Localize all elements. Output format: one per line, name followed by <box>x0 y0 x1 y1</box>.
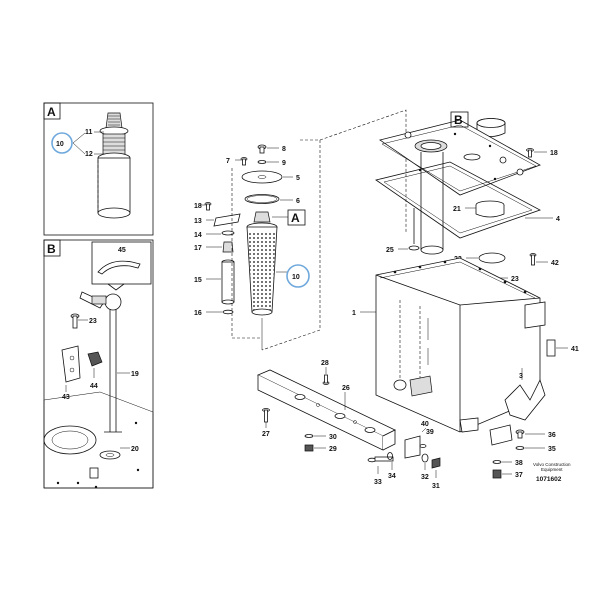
part-label-5: 5 <box>296 175 300 182</box>
part-label-21: 21 <box>453 206 461 213</box>
part-label-31: 31 <box>432 483 440 490</box>
nut-44 <box>87 351 103 367</box>
o-ring-6 <box>244 194 280 204</box>
part-label-10-main: 10 <box>292 274 300 281</box>
part-label-4: 4 <box>556 216 560 223</box>
inset-a: A 11 12 10 <box>43 102 154 236</box>
part-label-7: 7 <box>226 158 230 165</box>
part-label-9: 9 <box>282 160 286 167</box>
filter-cover-5 <box>241 170 283 184</box>
part-label-17: 17 <box>194 245 202 252</box>
plug-41 <box>546 339 556 357</box>
gasket-4 <box>375 161 541 239</box>
part-label-25: 25 <box>386 247 394 254</box>
maker-line-1: Volvo Construction <box>533 462 571 467</box>
part-label-1: 1 <box>352 310 356 317</box>
ring-16 <box>222 309 234 315</box>
part-label-44: 44 <box>90 383 98 390</box>
part-label-16: 16 <box>194 310 202 317</box>
part-label-18-right: 18 <box>550 150 558 157</box>
part-label-30: 30 <box>329 434 337 441</box>
callout-a-tag <box>287 209 306 226</box>
part-label-12: 12 <box>85 151 93 158</box>
screw-23-inset <box>70 313 80 329</box>
inset-a-frame <box>43 102 154 236</box>
inset-b-tag <box>43 239 61 257</box>
part-label-42: 42 <box>551 260 559 267</box>
doc-number: 1071602 <box>536 476 562 483</box>
grommet-20 <box>99 450 121 460</box>
inset-a-tag <box>43 102 61 120</box>
filter-subassembly: 8 9 7 5 6 A <box>194 144 310 350</box>
inset-b-label: B <box>47 242 56 256</box>
filter-top-assembly <box>97 112 131 219</box>
seal-14 <box>221 230 235 236</box>
part-label-40: 40 <box>421 421 429 428</box>
part-label-27: 27 <box>262 431 270 438</box>
clip-40 <box>404 435 421 459</box>
highlight-circle-main <box>286 264 310 288</box>
callout-a-label: A <box>291 211 300 225</box>
part-label-14: 14 <box>194 232 202 239</box>
part-label-43: 43 <box>62 394 70 401</box>
gasket-13 <box>213 213 241 227</box>
part-label-11: 11 <box>85 129 93 136</box>
tank-body: 1 41 3 <box>352 257 579 446</box>
callout-b-tag <box>450 111 469 128</box>
filter-element-10 <box>246 211 278 316</box>
part-label-23-inset: 23 <box>89 318 97 325</box>
part-label-10-inset: 10 <box>56 141 64 148</box>
part-label-6: 6 <box>296 198 300 205</box>
cover-plate <box>379 119 541 196</box>
part-label-23-main: 23 <box>511 276 519 283</box>
bracket-43 <box>61 345 81 383</box>
part-label-18-left: 18 <box>194 203 202 210</box>
part-label-45: 45 <box>118 247 126 254</box>
tank-opening <box>43 425 97 455</box>
bracket-3 <box>504 378 546 421</box>
bottom-hardware: 40 39 33 34 32 31 36 35 38 37 <box>367 421 556 490</box>
part-label-36: 36 <box>548 432 556 439</box>
inset-b: B 45 19 23 43 44 <box>43 239 154 489</box>
footer: Volvo Construction Equipment 1071602 <box>533 462 571 483</box>
part-label-33: 33 <box>374 479 382 486</box>
part-label-29: 29 <box>329 446 337 453</box>
part-label-37: 37 <box>515 472 523 479</box>
part-label-32: 32 <box>421 474 429 481</box>
part-label-19: 19 <box>131 371 139 378</box>
part-label-38: 38 <box>515 460 523 467</box>
highlight-circle-inset <box>51 132 73 154</box>
maker-line-2: Equipment <box>541 467 563 472</box>
part-label-28: 28 <box>321 360 329 367</box>
top-cover-assembly: B 18 4 21 25 22 23 24 <box>375 111 560 283</box>
part-label-41: 41 <box>571 346 579 353</box>
sensor-assembly <box>79 291 122 433</box>
plate-22 <box>478 252 506 264</box>
part-label-26: 26 <box>342 385 350 392</box>
part-label-20: 20 <box>131 446 139 453</box>
cable-tie-icon <box>97 260 141 275</box>
callout-b-label: B <box>454 113 463 127</box>
part-label-34: 34 <box>388 473 396 480</box>
inset-a-label: A <box>47 105 56 119</box>
part-label-15: 15 <box>194 277 202 284</box>
part-label-3: 3 <box>519 373 523 380</box>
tank-floor-detail <box>43 391 154 489</box>
cable-tie-detail <box>91 241 152 285</box>
part-label-39: 39 <box>426 429 434 436</box>
spring-17 <box>222 241 234 253</box>
bracket-26: 26 28 27 30 29 <box>257 360 396 453</box>
part-label-35: 35 <box>548 446 556 453</box>
part-label-13: 13 <box>194 218 202 225</box>
part-label-8: 8 <box>282 146 286 153</box>
